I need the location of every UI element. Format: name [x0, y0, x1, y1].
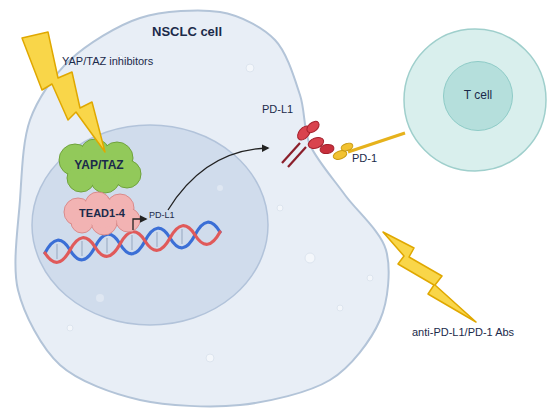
- drug-label: YAP/TAZ inhibitors: [62, 55, 153, 67]
- node-label: NSCLC cell: [152, 25, 222, 39]
- protein-blob: YAP/TAZ: [55, 138, 143, 194]
- node-label: YAP/TAZ: [55, 138, 143, 194]
- protein-label: PD-L1: [262, 103, 293, 115]
- gene-label: PD-L1: [149, 211, 175, 221]
- t-cell-circle: T cell: [403, 28, 547, 172]
- lightning-bolt: [383, 232, 476, 322]
- transcription-arrow: [133, 219, 146, 230]
- node-label: T cell: [443, 61, 513, 131]
- lightning-bolt: [22, 32, 105, 152]
- cancer-cell: NSCLC cellYAP/TAZTEAD1-4: [10, 8, 400, 408]
- expression-arrow: [168, 148, 268, 210]
- pd-l1-protein: [282, 119, 335, 167]
- protein-blob: TEAD1-4: [60, 190, 144, 236]
- node-label: TEAD1-4: [60, 190, 144, 236]
- protein-label: PD-1: [352, 152, 377, 164]
- drug-label: anti-PD-L1/PD-1 Abs: [412, 326, 514, 338]
